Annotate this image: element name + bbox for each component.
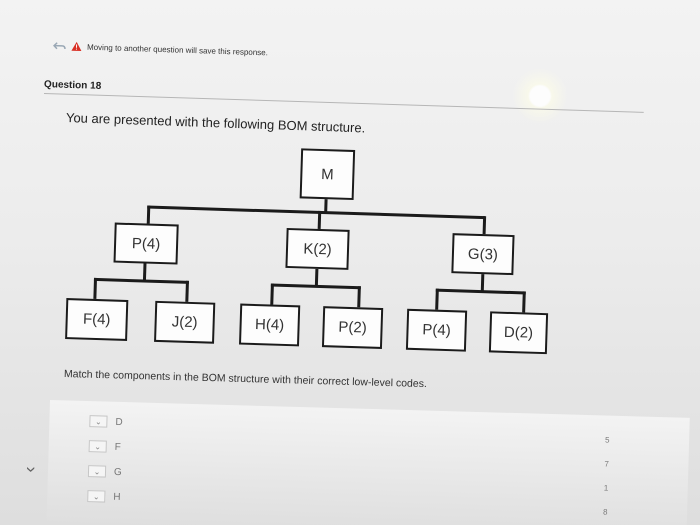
bom-root-label: M	[320, 165, 334, 183]
answer-row-d[interactable]: ⌄ D	[89, 413, 127, 430]
bom-p4-child-connector	[93, 277, 189, 284]
collapse-chevron-icon[interactable]: ›	[21, 466, 42, 473]
bom-node-p2: P(2)	[321, 306, 384, 349]
answer-letter-d: D	[115, 416, 123, 428]
answer-matching-area: ⌄ D ⌄ F ⌄ G ⌄ H 5 7 1 8	[46, 400, 690, 525]
bom-node-k2: K(2)	[285, 227, 350, 270]
answer-row-g[interactable]: ⌄ G	[87, 463, 126, 480]
answer-row-h[interactable]: ⌄ H	[87, 488, 125, 505]
choice-7: 7	[598, 459, 610, 469]
dropdown-h[interactable]: ⌄	[87, 490, 106, 503]
dropdown-d[interactable]: ⌄	[89, 415, 108, 428]
choice-value-8: 8	[602, 507, 608, 517]
bom-node-f4-label: F(4)	[82, 310, 111, 329]
answer-row-f[interactable]: ⌄ F	[88, 438, 127, 455]
bom-g3-child-connector	[435, 288, 526, 295]
bom-node-k2-label: K(2)	[303, 239, 332, 258]
bom-node-p4: P(4)	[113, 222, 179, 265]
bom-node-p2-label: P(2)	[338, 318, 368, 337]
bom-node-g3-label: G(3)	[467, 245, 499, 264]
bom-node-p4-level2-label: P(4)	[422, 321, 451, 340]
dropdown-f[interactable]: ⌄	[88, 440, 107, 453]
bom-node-p4-level2: P(4)	[405, 308, 468, 352]
bom-node-p4-label: P(4)	[131, 234, 161, 253]
bom-k2-child-connector	[270, 283, 361, 290]
bom-root-node: M	[299, 148, 356, 201]
bom-node-j2: J(2)	[154, 300, 216, 344]
bom-node-h4-label: H(4)	[254, 316, 285, 334]
choice-8: 8	[597, 507, 608, 516]
answer-letter-g: G	[113, 466, 122, 478]
save-warning: Moving to another question will save thi…	[52, 41, 268, 58]
bom-node-f4: F(4)	[65, 298, 129, 341]
choice-5: 5	[599, 435, 610, 445]
choice-1: 1	[598, 483, 609, 492]
choice-value-1: 1	[603, 483, 609, 493]
bom-node-d2-label: D(2)	[503, 323, 534, 342]
bom-level1-connector	[147, 205, 486, 220]
bom-node-d2: D(2)	[488, 311, 549, 355]
bom-node-g3: G(3)	[451, 233, 515, 276]
choice-value-5: 5	[604, 435, 610, 445]
dropdown-g[interactable]: ⌄	[87, 465, 107, 478]
undo-icon[interactable]	[52, 41, 66, 51]
bom-node-h4: H(4)	[238, 303, 301, 347]
answer-letter-f: F	[114, 441, 121, 453]
warning-icon	[71, 41, 82, 52]
choice-value-7: 7	[604, 459, 610, 469]
bom-node-j2-label: J(2)	[171, 313, 198, 332]
answer-letter-h: H	[113, 491, 121, 503]
